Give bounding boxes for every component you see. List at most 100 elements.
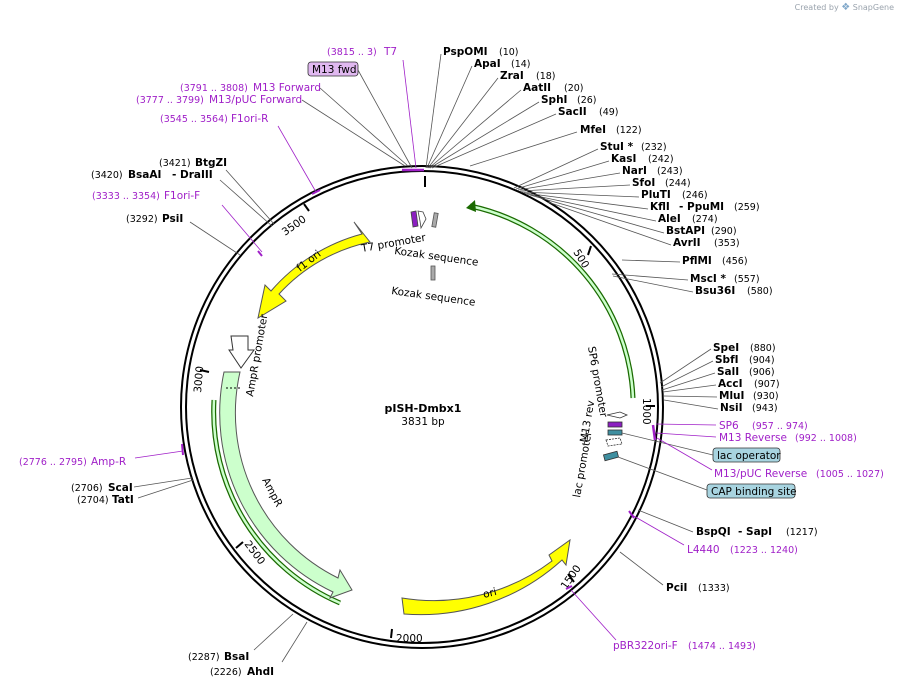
f1-ori-arrow[interactable] xyxy=(257,221,371,320)
kozak-label-1: Kozak sequence xyxy=(394,245,480,269)
t7-promoter-arrow[interactable] xyxy=(417,210,427,230)
amp-r-pos: (2776 .. 2795) xyxy=(19,457,87,468)
l4440-pos: (1223 .. 1240) xyxy=(730,545,798,556)
enz-bsaai-pos: (3420) xyxy=(91,170,123,181)
ori-arrow[interactable] xyxy=(401,538,571,616)
ampr-label: AmpR xyxy=(259,476,284,509)
right-primer-bar xyxy=(651,424,657,441)
enz-pluti-pos: (246) xyxy=(682,190,708,201)
enz-acci: AccI xyxy=(718,378,742,390)
m13-rev-box[interactable] xyxy=(607,421,623,428)
sp6-arrowhead xyxy=(466,200,476,212)
ampr-promoter-arrow[interactable] xyxy=(228,335,255,369)
psii-leader xyxy=(189,221,241,256)
m13-forward-name: M13 Forward xyxy=(253,82,321,94)
sp6-arc-dark xyxy=(469,203,636,399)
enz-ahdi-pos: (2226) xyxy=(210,667,242,678)
enz-sbfi-pos: (904) xyxy=(749,355,775,366)
upper-right-leaders xyxy=(513,148,694,293)
btgzi-leader xyxy=(225,169,275,225)
enz-sali-pos: (906) xyxy=(749,367,775,378)
enz-tati: TatI xyxy=(112,494,134,506)
m13-reverse-name: M13 Reverse xyxy=(719,432,787,444)
snapgene-name: SnapGene xyxy=(852,3,894,12)
snapgene-logo-icon: ❖ xyxy=(841,2,851,13)
enz-bspqi: BspQI xyxy=(696,526,731,538)
t7-leader xyxy=(402,59,417,169)
cap-site-box[interactable] xyxy=(602,450,620,462)
enz-kasi: KasI xyxy=(611,153,636,165)
ampr-arrow[interactable] xyxy=(219,371,353,599)
enz-sacii-pos: (49) xyxy=(599,107,619,118)
enz-draiii: - DraIII xyxy=(172,169,213,181)
enz-psii: PsiI xyxy=(162,213,183,225)
f1ori-r-leader xyxy=(277,125,317,193)
enz-spei: SpeI xyxy=(713,342,739,354)
cap-site-tag-label: CAP binding site xyxy=(711,486,797,498)
enz-sapi: - SapI xyxy=(738,526,772,538)
enz-bsai-pos: (2287) xyxy=(188,652,220,663)
t7-name: T7 xyxy=(383,46,397,58)
plasmid-name: pISH-Dmbx1 xyxy=(385,402,462,415)
t7-promoter-box[interactable] xyxy=(410,210,419,228)
lac-operator-tag-label: lac operator xyxy=(717,450,781,462)
f1ori-f-leader xyxy=(221,204,263,253)
kozak-box-1[interactable] xyxy=(431,212,439,228)
cap-site-tag[interactable] xyxy=(706,483,796,499)
enz-btgzi-pos: (3421) xyxy=(159,158,191,169)
ampr-arc-fill xyxy=(212,399,341,605)
created-by-text: Created by xyxy=(794,3,839,12)
enz-ahdi: AhdI xyxy=(247,666,274,678)
enz-kfli: KflI xyxy=(650,201,670,213)
enz-apai-pos: (14) xyxy=(511,59,531,70)
pbr322orif-pos: (1474 .. 1493) xyxy=(688,641,756,652)
f1ori-f-mark xyxy=(257,250,263,257)
sp6-arc-fill xyxy=(469,204,635,399)
kozak-box-2[interactable] xyxy=(430,265,436,281)
enz-bspqi-pos: (1217) xyxy=(786,527,818,538)
m13-fwd-tag[interactable] xyxy=(307,61,359,77)
enz-pflmi-pos: (456) xyxy=(722,256,748,267)
enz-mfei-pos: (122) xyxy=(616,125,642,136)
lac-operator-box[interactable] xyxy=(607,429,623,436)
enz-pcii: PciI xyxy=(666,582,687,594)
bsai-leader xyxy=(253,613,294,651)
ahdi-leader xyxy=(281,621,308,663)
pbr322orif-mark xyxy=(565,585,573,590)
enz-pspomi: PspOMI xyxy=(443,46,488,58)
m13-reverse-pos: (992 .. 1008) xyxy=(795,433,857,444)
enz-sali: SalI xyxy=(717,366,739,378)
enz-avrii: AvrII xyxy=(673,237,701,249)
amp-r-leader xyxy=(134,450,184,459)
sp6-promoter-arrow[interactable] xyxy=(606,411,629,419)
top-enzyme-leaders xyxy=(425,53,578,169)
enz-kfli-pos: (259) xyxy=(734,202,760,213)
m13puc-forward-leader xyxy=(301,99,406,167)
enz-sbfi: SbfI xyxy=(715,354,739,366)
f1ori-r-pos: (3545 .. 3564) xyxy=(160,114,228,125)
m13puc-forward-pos: (3777 .. 3799) xyxy=(136,95,204,106)
enz-zrai: ZraI xyxy=(500,70,524,82)
lac-promoter-label: lac promoter xyxy=(571,430,595,499)
enz-sfoi: SfoI xyxy=(632,177,655,189)
enz-bsai: BsaI xyxy=(224,651,249,663)
tick-3000: 3000 xyxy=(192,366,206,394)
enz-scai-pos: (2706) xyxy=(71,483,103,494)
tati-leader xyxy=(137,479,194,499)
tick-2000: 2000 xyxy=(396,633,423,645)
plasmid-length: 3831 bp xyxy=(401,416,445,428)
enz-bstapi-pos: (290) xyxy=(711,226,737,237)
enz-sphi-pos: (26) xyxy=(577,95,597,106)
enz-alei-pos: (274) xyxy=(692,214,718,225)
enz-btgzi: BtgZI xyxy=(195,157,227,169)
m13-reverse-leader xyxy=(655,432,717,438)
sp6-pos: (957 .. 974) xyxy=(752,421,808,432)
lac-promoter-arrow[interactable] xyxy=(605,437,623,447)
enz-bstapi: BstAPI xyxy=(666,225,705,237)
enz-spei-pos: (880) xyxy=(750,343,776,354)
enz-sphi: SphI xyxy=(541,94,567,106)
ori-label: ori xyxy=(482,586,498,601)
sp6-name: SP6 xyxy=(719,420,739,432)
pbr322orif-name: pBR322ori-F xyxy=(613,640,678,652)
